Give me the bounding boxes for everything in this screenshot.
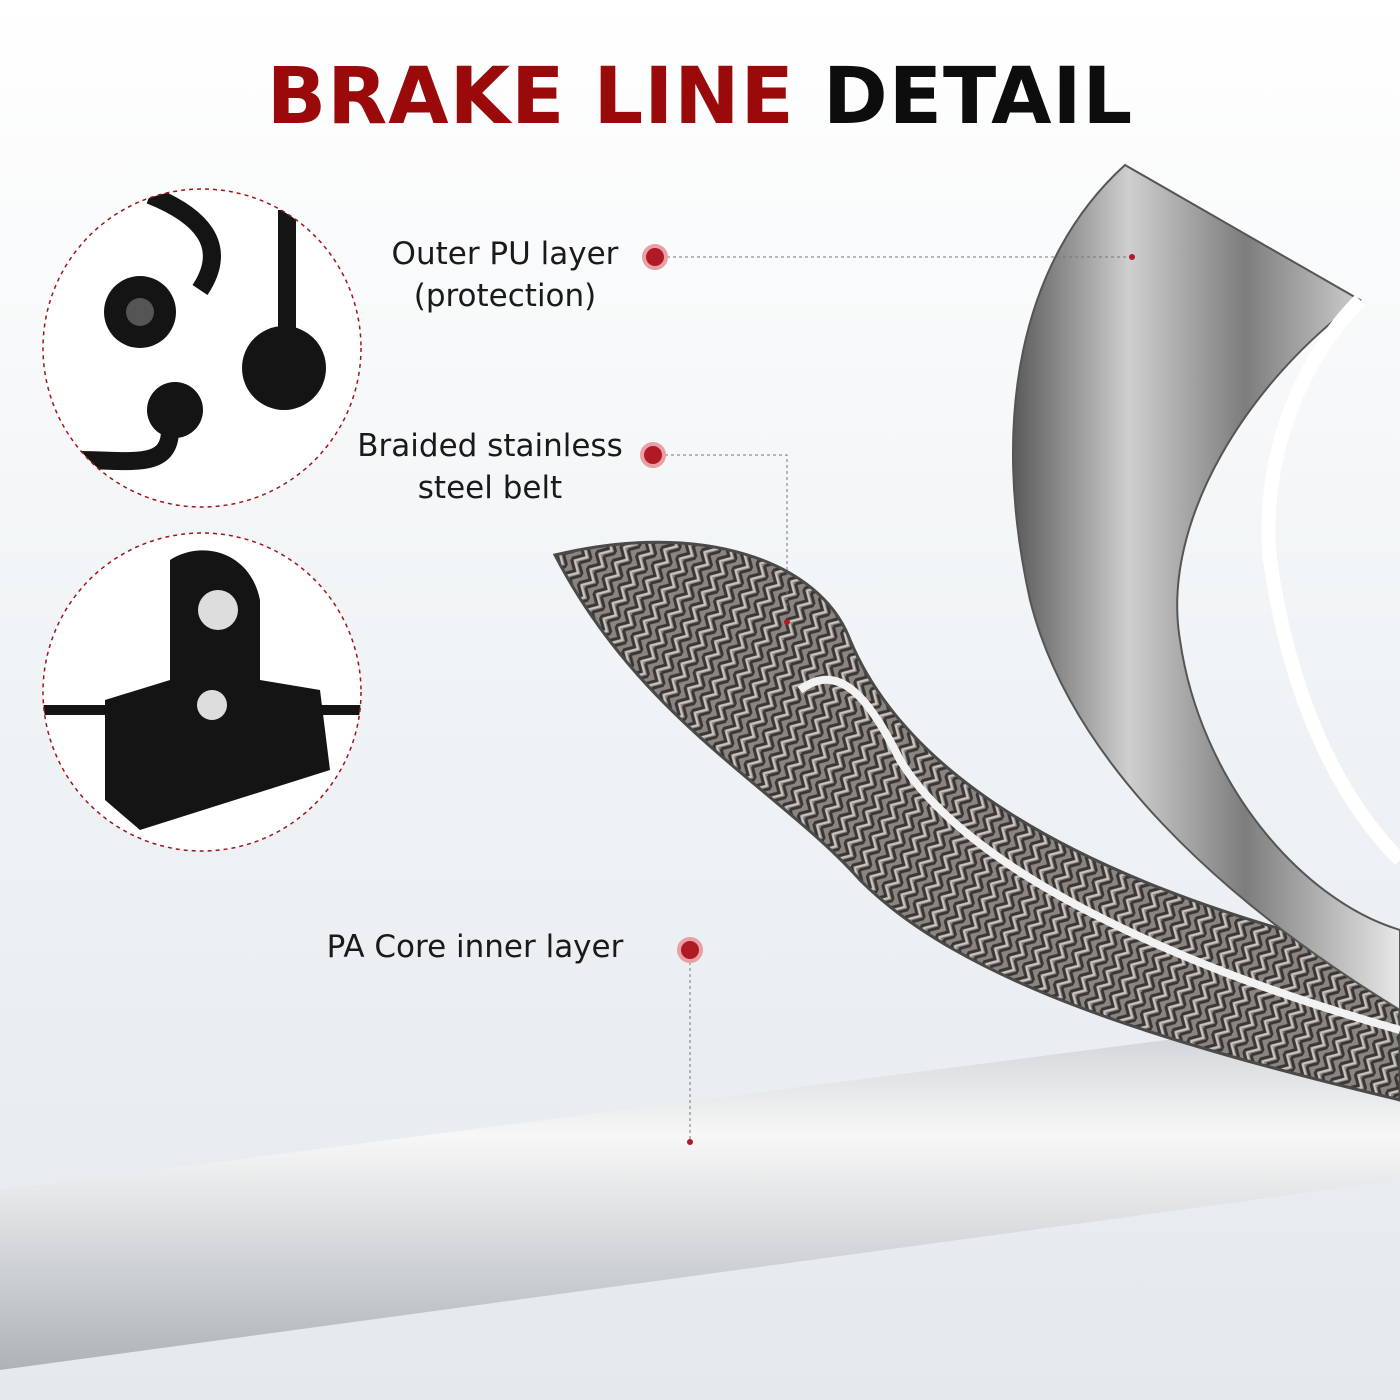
pa-core-tube (0, 1010, 1400, 1370)
callout-braid-line1: Braided stainless (357, 428, 623, 464)
callout-pa-core: PA Core inner layer (310, 926, 640, 968)
page-title: BRAKE LINE DETAIL (0, 52, 1400, 142)
callout-braid-line2: steel belt (417, 470, 563, 506)
callout-pu-line1: Outer PU layer (391, 236, 619, 272)
callout-pu-line2: (protection) (413, 278, 597, 314)
pu-outer-layer (1012, 163, 1400, 1012)
callout-dot-pu (642, 244, 668, 270)
leader-lines (653, 256, 1132, 1142)
braided-belt (552, 540, 1400, 1102)
callout-dot-core (677, 937, 703, 963)
bracket-detail (42, 532, 362, 852)
title-part1: BRAKE LINE (266, 52, 795, 142)
callout-core-line1: PA Core inner layer (326, 929, 624, 965)
callout-dot-braid (640, 442, 666, 468)
callout-braided-belt: Braided stainless steel belt (345, 425, 635, 509)
callout-pu-layer: Outer PU layer (protection) (380, 233, 630, 317)
banjo-fittings-detail (42, 188, 362, 508)
title-part2: DETAIL (822, 52, 1134, 142)
